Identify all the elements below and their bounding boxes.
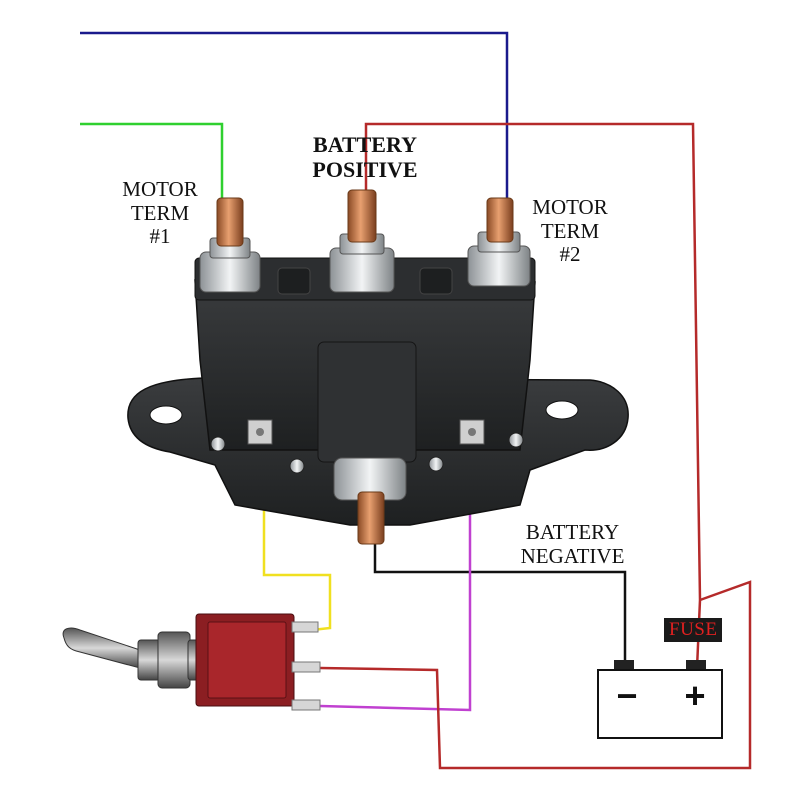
fuse-label: FUSE xyxy=(664,618,723,642)
motor-term-2-line1: MOTOR xyxy=(532,195,608,219)
wire-motor-term-2 xyxy=(80,31,509,205)
solenoid-relay-icon xyxy=(127,189,629,545)
motor-term-1-line1: MOTOR xyxy=(122,177,198,201)
battery-positive-label: BATTERY POSITIVE xyxy=(300,132,430,182)
motor-term-2-line2: TERM xyxy=(540,218,600,243)
wire-battery-negative xyxy=(373,540,627,668)
toggle-switch-icon xyxy=(62,613,321,711)
motor-term-2-label: MOTOR TERM #2 xyxy=(520,195,620,267)
wire-switch-magenta xyxy=(319,440,472,712)
battery-negative-label: BATTERY NEGATIVE xyxy=(505,520,640,568)
battery-negative-line1: BATTERY xyxy=(525,520,620,544)
wire-switch-yellow xyxy=(262,438,332,632)
battery-positive-line1: BATTERY xyxy=(313,132,417,157)
wire-motor-term-1 xyxy=(80,122,224,205)
wire-switch-power xyxy=(319,580,752,770)
battery-negative-line2: NEGATIVE xyxy=(520,543,625,568)
motor-term-1-label: MOTOR TERM #1 xyxy=(110,177,210,249)
motor-term-2-line3: #2 xyxy=(559,242,581,267)
battery-positive-line2: POSITIVE xyxy=(312,156,418,182)
battery-plus-sign: + xyxy=(684,675,706,716)
battery-minus-sign: − xyxy=(616,675,638,716)
motor-term-1-line3: #1 xyxy=(149,224,171,249)
battery-icon xyxy=(597,660,723,739)
motor-term-1-line2: TERM xyxy=(130,200,190,225)
